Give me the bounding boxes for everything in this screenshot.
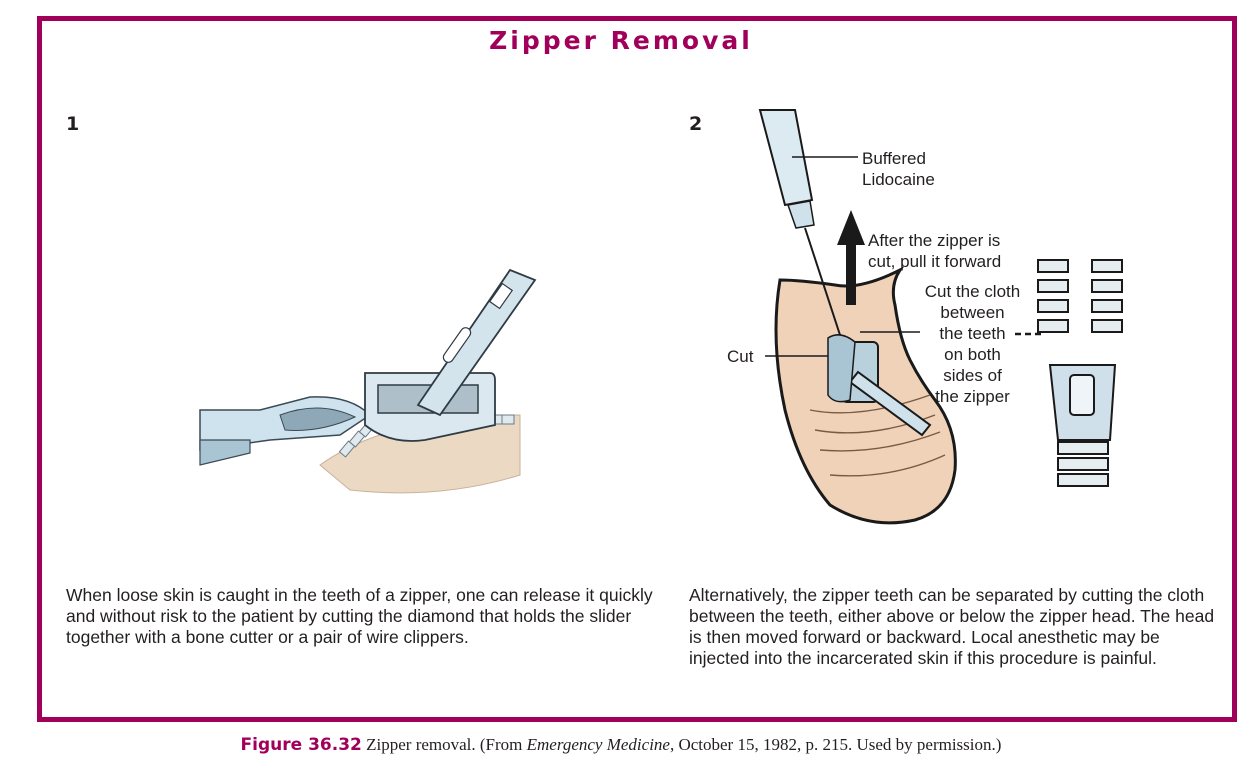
- zipper-detail: [1037, 259, 1123, 487]
- zipper-pull-tab: [416, 268, 537, 417]
- figure-label: Figure 36.32: [240, 735, 362, 755]
- panel-1-illustration: [199, 268, 537, 494]
- figure-frame: [37, 16, 1237, 722]
- label-pull-forward: After the zipper is cut, pull it forward: [868, 231, 1002, 271]
- panel-2-illustration: [758, 109, 1123, 525]
- zipper-slider-on-skin: [827, 334, 932, 437]
- label-cut: Cut: [727, 347, 754, 366]
- caption-text-before: Zipper removal. (From: [366, 735, 527, 754]
- panel-2-description: Alternatively, the zipper teeth can be s…: [689, 585, 1215, 668]
- label-cut-cloth: Cut the cloth between the teeth on both …: [924, 282, 1021, 406]
- panel-1-description: When loose skin is caught in the teeth o…: [66, 585, 653, 647]
- panel-1-number: 1: [66, 113, 80, 135]
- figure-caption: Figure 36.32 Zipper removal. (From Emerg…: [0, 735, 1242, 755]
- syringe: [758, 109, 841, 336]
- label-buffered-lidocaine: Buffered Lidocaine: [862, 149, 935, 189]
- figure-title: Zipper Removal: [489, 26, 753, 55]
- skin-area: [319, 414, 521, 494]
- panel-2-number: 2: [689, 113, 703, 135]
- pull-forward-arrow-icon: [837, 210, 865, 305]
- caption-text-after: , October 15, 1982, p. 215. Used by perm…: [669, 735, 1002, 754]
- caption-source: Emergency Medicine: [526, 735, 670, 754]
- skin-folds: [809, 394, 946, 477]
